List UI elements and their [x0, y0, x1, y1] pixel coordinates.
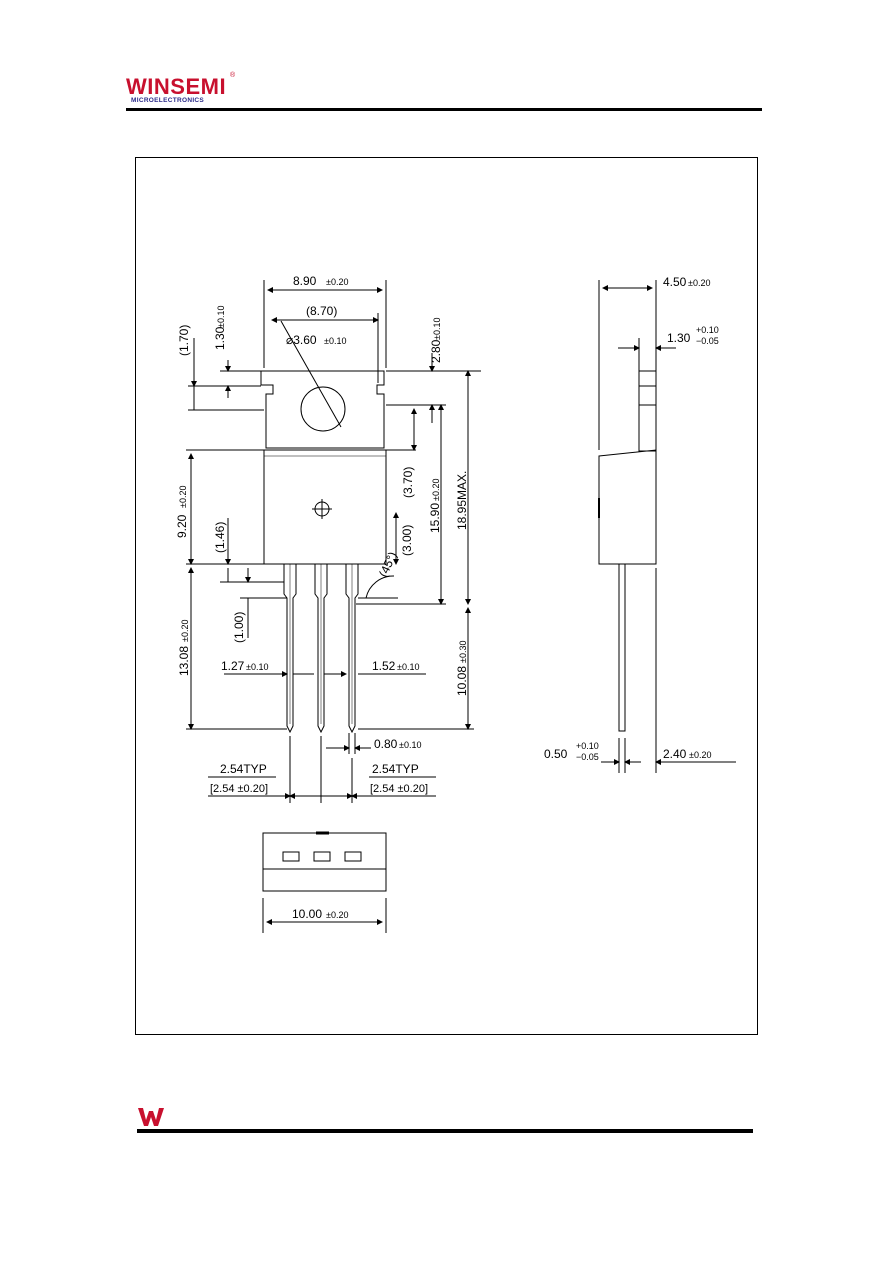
dim-1-30-tol: ±0.10 [216, 306, 226, 328]
winsemi-footer-logo-icon [138, 1108, 164, 1126]
front-view [186, 280, 481, 803]
footer-rule [137, 1129, 753, 1133]
dim-10-08: 10.08 [455, 666, 469, 696]
dim-1-52: 1.52 [372, 659, 396, 673]
header-rule [126, 108, 762, 111]
dim-0-50-side: 0.50 [544, 747, 568, 761]
dim-10-00: 10.00 [292, 907, 322, 921]
to220-outline-drawing: 8.90 ±0.20 (8.70) ⌀3.60 ±0.10 (1.70) 1.3… [175, 274, 736, 933]
dim-1-30-side: 1.30 [667, 331, 691, 345]
logo-subtitle: MICROELECTRONICS [131, 97, 205, 104]
dim-1-30-side-plus: +0.10 [696, 325, 719, 335]
dim-3-70: (3.70) [401, 467, 415, 498]
dim-1-30-side-minus: −0.05 [696, 336, 719, 346]
tab-outline [260, 370, 385, 449]
bottom-body [262, 832, 387, 892]
dim-pitch-left: 2.54TYP [220, 762, 267, 776]
dim-13-08-tol: ±0.20 [180, 620, 190, 642]
package-body [263, 449, 387, 565]
dim-0-50-side-minus: −0.05 [576, 752, 599, 762]
dim-4-50-tol: ±0.20 [688, 278, 710, 288]
dim-1-27: 1.27 [221, 659, 245, 673]
dim-pitch-right: 2.54TYP [372, 762, 419, 776]
dim-4-50: 4.50 [663, 275, 687, 289]
winsemi-logo: WINSEMI ® MICROELECTRONICS [126, 72, 246, 108]
dim-1-46: (1.46) [213, 522, 227, 553]
dim-1-27-tol: ±0.10 [246, 662, 268, 672]
dim-2-80-tol: ±0.10 [432, 318, 442, 340]
side-body [598, 449, 657, 565]
dim-8-70: (8.70) [306, 304, 337, 318]
dim-hole-dia-tol: ±0.10 [324, 336, 346, 346]
logo-trademark: ® [230, 72, 236, 79]
dim-2-40-tol: ±0.20 [689, 750, 711, 760]
dim-15-90-tol: ±0.20 [431, 479, 441, 501]
side-lead [618, 564, 626, 732]
dim-2-80: 2.80 [429, 339, 443, 363]
dim-13-08: 13.08 [177, 646, 191, 676]
dim-10-00-tol: ±0.20 [326, 910, 348, 920]
dim-8-90: 8.90 [293, 274, 317, 288]
side-tab [638, 370, 657, 452]
dim-0-80-tol: ±0.10 [399, 740, 421, 750]
dim-45-deg: (45°) [376, 550, 400, 580]
dim-1-30: 1.30 [213, 326, 227, 350]
package-drawing-frame: 8.90 ±0.20 (8.70) ⌀3.60 ±0.10 (1.70) 1.3… [135, 157, 758, 1035]
dim-2-40: 2.40 [663, 747, 687, 761]
dim-0-80: 0.80 [374, 737, 398, 751]
dim-1-52-tol: ±0.10 [397, 662, 419, 672]
dim-18-95-max: 18.95MAX. [455, 471, 469, 530]
dim-9-20-tol: ±0.20 [178, 486, 188, 508]
bottom-view [262, 831, 387, 933]
logo-text: WINSEMI [126, 74, 227, 99]
side-view [598, 280, 736, 773]
dim-10-08-tol: ±0.30 [458, 641, 468, 663]
dim-pitch-left-bracket: [2.54 ±0.20] [210, 783, 268, 795]
dim-pitch-right-bracket: [2.54 ±0.20] [370, 783, 428, 795]
dim-3-00: (3.00) [400, 525, 414, 556]
dim-1-00: (1.00) [232, 612, 246, 643]
dim-9-20: 9.20 [175, 514, 189, 538]
dim-0-50-side-plus: +0.10 [576, 741, 599, 751]
dim-1-70: (1.70) [177, 325, 191, 356]
mounting-hole [300, 386, 346, 432]
dim-hole-dia: ⌀3.60 [286, 333, 317, 347]
dim-8-90-tol: ±0.20 [326, 277, 348, 287]
dim-15-90: 15.90 [428, 503, 442, 533]
